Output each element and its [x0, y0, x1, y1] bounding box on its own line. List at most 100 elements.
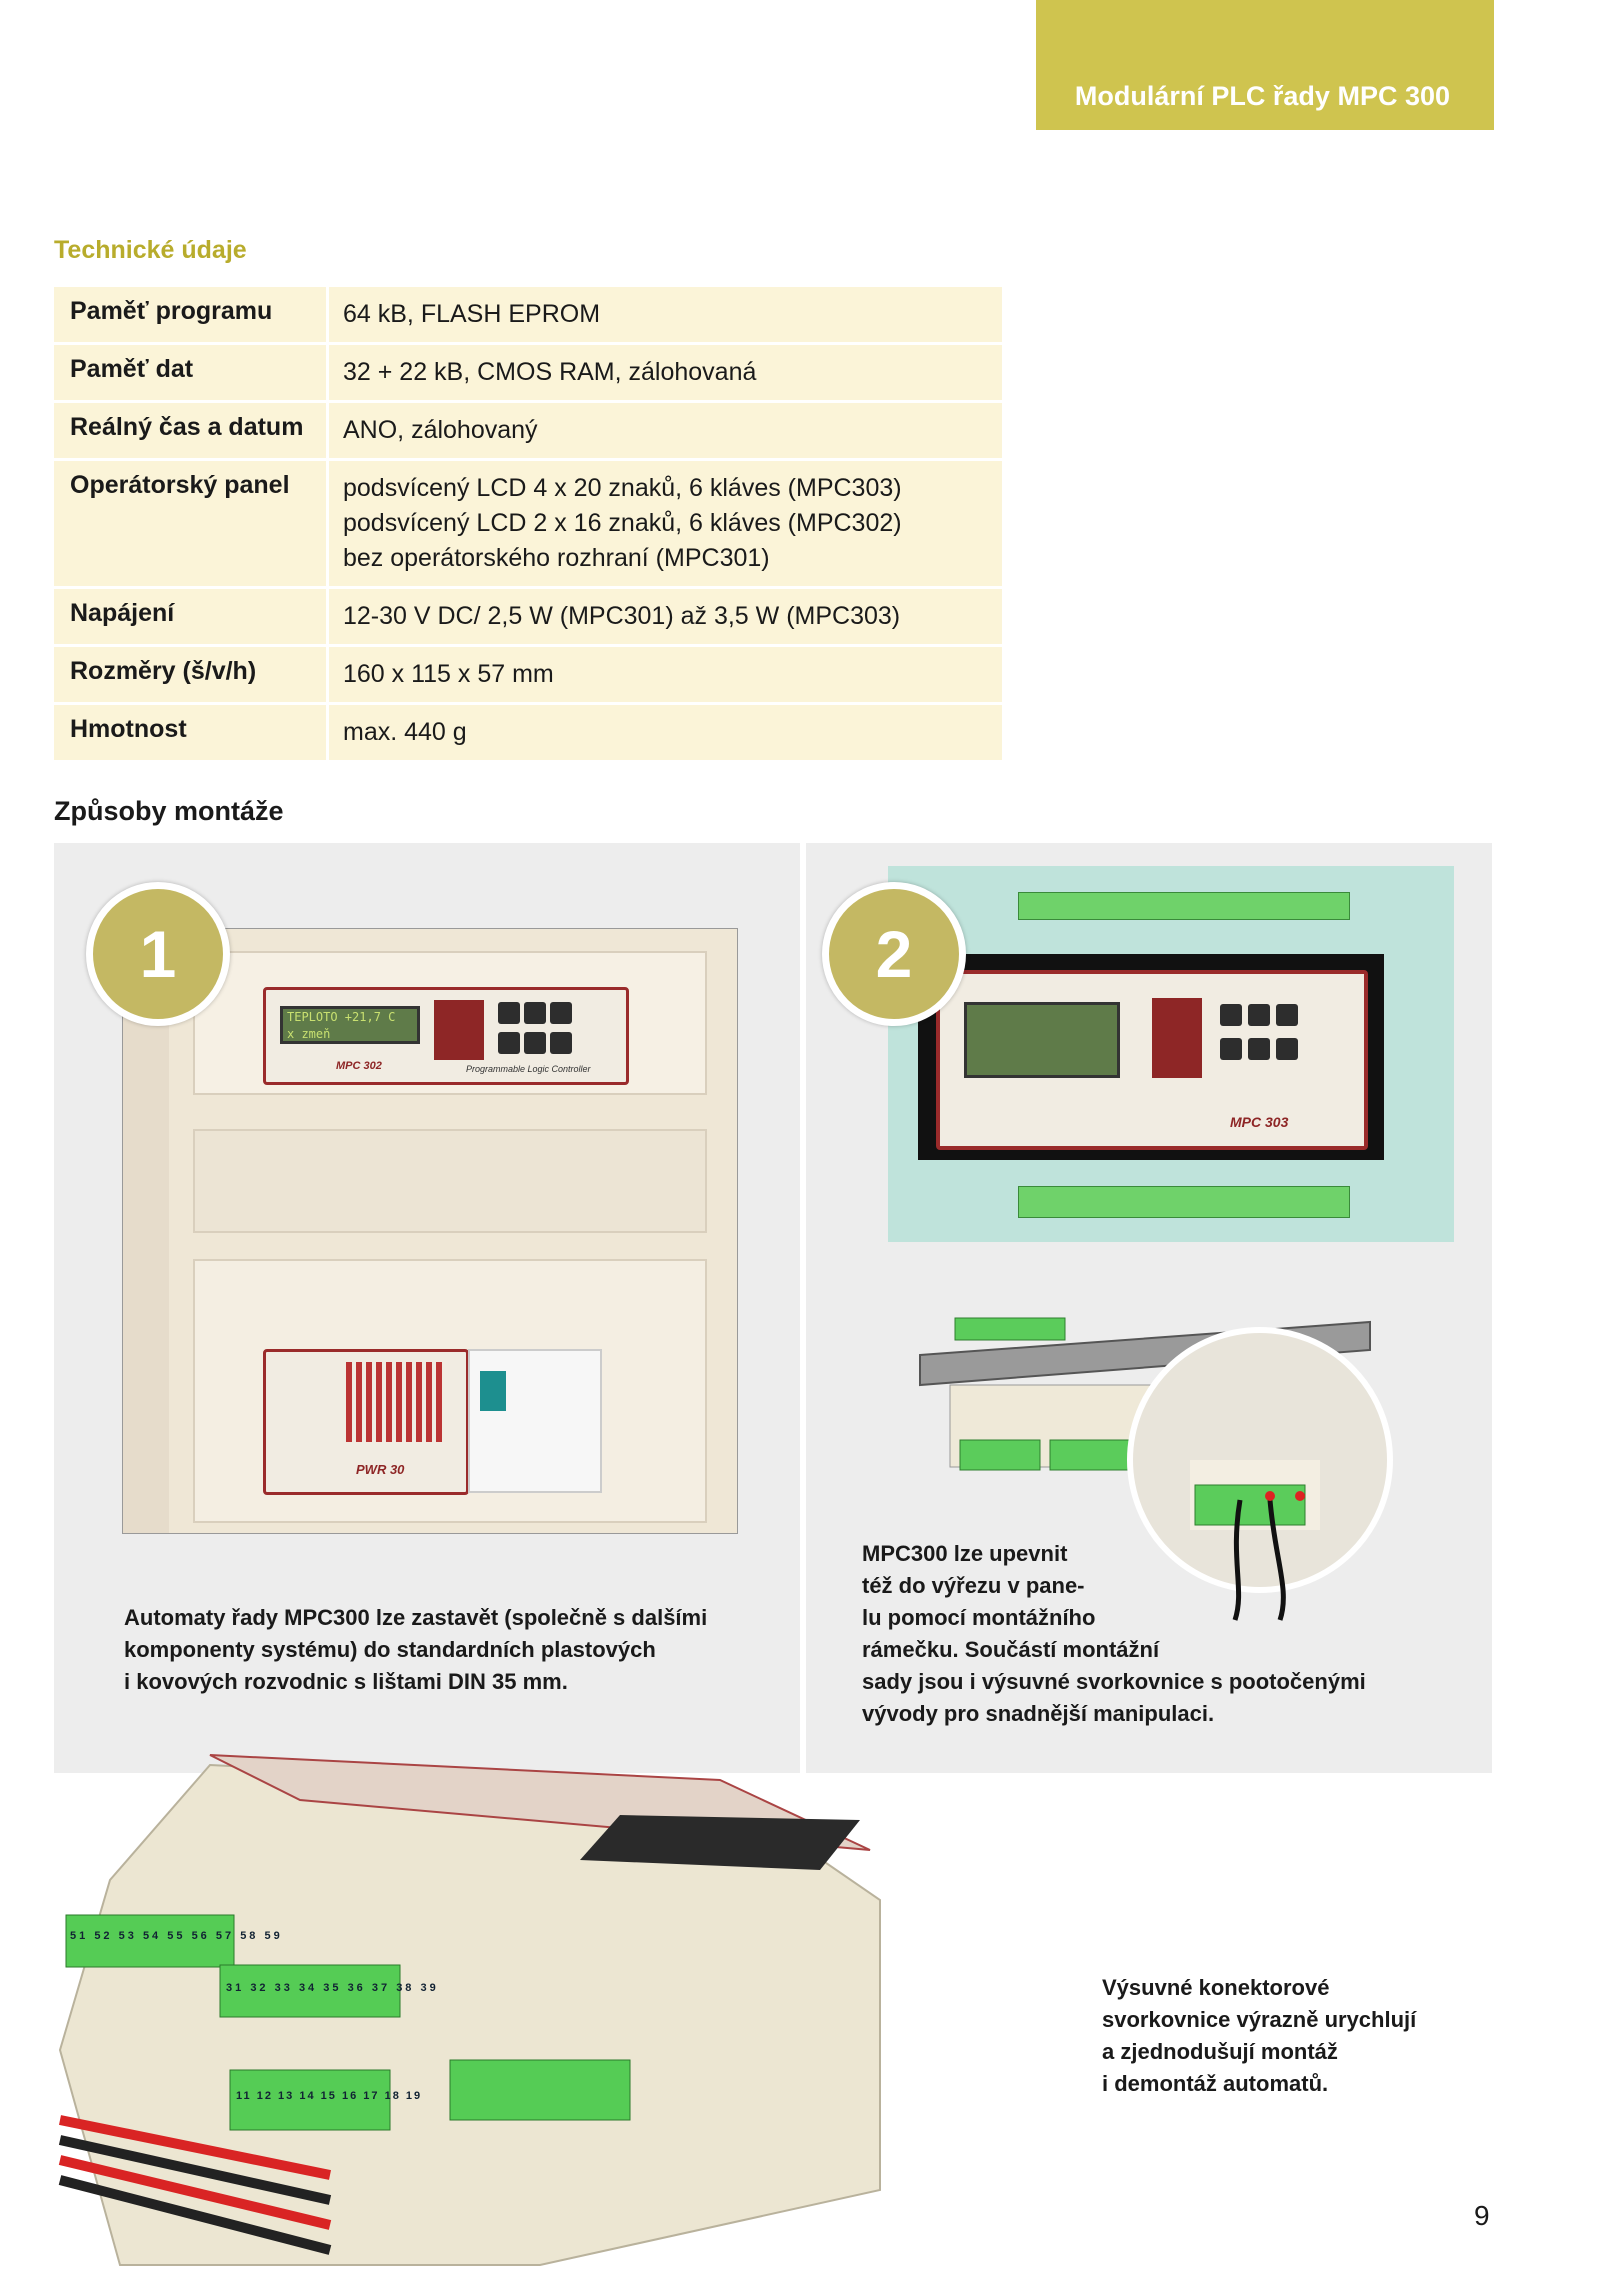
- caption-panel-2: MPC300 lze upevnit též do výřezu v pane-…: [862, 1538, 1366, 1730]
- terminal-number: 54: [142, 1930, 162, 1942]
- key-icon: [524, 1002, 546, 1024]
- spec-row: Operátorský panel podsvícený LCD 4 x 20 …: [54, 461, 1002, 589]
- caption-line: komponenty systému) do standardních plas…: [124, 1637, 656, 1662]
- breaker-switch: [480, 1371, 506, 1411]
- page-number: 9: [1474, 2200, 1490, 2231]
- panel-cutout-photo: MPC 303: [888, 866, 1454, 1242]
- spec-value: max. 440 g: [329, 705, 1002, 760]
- specs-table: Paměť programu 64 kB, FLASH EPROM Paměť …: [54, 287, 1002, 763]
- terminal-number: 19: [405, 2090, 423, 2102]
- terminal-number: 57: [215, 1930, 235, 1942]
- terminal-number: 37: [371, 1982, 391, 1994]
- caption-line: a zjednodušují montáž: [1102, 2039, 1338, 2064]
- terminal-number: 18: [384, 2090, 401, 2102]
- plc-closeup: [58, 1754, 881, 2266]
- terminal-numbers: 51 52 53 54 55 56 57 58 59: [70, 1930, 283, 1942]
- caption-line: rámečku. Součástí montážní: [862, 1637, 1160, 1662]
- status-leds: [434, 1000, 484, 1060]
- circuit-breaker: [468, 1349, 602, 1493]
- spec-label: Hmotnost: [54, 705, 329, 760]
- terminal-number: 38: [396, 1982, 415, 1994]
- terminal-number: 39: [420, 1982, 439, 1994]
- key-icon: [1220, 1038, 1242, 1060]
- spec-row: Napájení 12-30 V DC/ 2,5 W (MPC301) až 3…: [54, 589, 1002, 647]
- spec-line: bez operátorského rozhraní (MPC301): [343, 544, 770, 572]
- terminal-number: 53: [118, 1930, 137, 1942]
- terminal-number: 33: [274, 1982, 293, 1994]
- psu-label: PWR 30: [356, 1462, 405, 1477]
- terminal-number: 17: [363, 2090, 380, 2102]
- caption-line: svorkovnice výrazně urychlují: [1102, 2007, 1417, 2032]
- cabinet-shelf: [193, 1129, 707, 1233]
- terminal-number: 35: [323, 1982, 342, 1994]
- cabinet-photo: TEPLOTO +21,7 C x zmeň MPC 302 Programma…: [122, 928, 738, 1534]
- terminal-number: 52: [94, 1930, 113, 1942]
- terminal-numbers: 31 32 33 34 35 36 37 38 39: [226, 1982, 439, 1994]
- key-icon: [550, 1032, 572, 1054]
- spec-label: Paměť dat: [54, 345, 329, 400]
- terminal-block-top: [1018, 892, 1350, 920]
- spec-line: max. 440 g: [343, 718, 467, 746]
- header-title: Modulární PLC řady MPC 300: [1074, 81, 1450, 111]
- key-icon: [1248, 1038, 1270, 1060]
- spec-label: Reálný čas a datum: [54, 403, 329, 458]
- key-icon: [550, 1002, 572, 1024]
- spec-row: Paměť dat 32 + 22 kB, CMOS RAM, zálohova…: [54, 345, 1002, 403]
- caption-line: i kovových rozvodnic s lištami DIN 35 mm…: [124, 1669, 568, 1694]
- specs-title: Technické údaje: [54, 236, 247, 264]
- tagline-label: Programmable Logic Controller: [466, 1064, 591, 1074]
- step-badge-1: 1: [86, 882, 230, 1026]
- lcd-line: x zmeň: [287, 1027, 331, 1041]
- spec-line: 160 x 115 x 57 mm: [343, 660, 554, 688]
- lcd-line: TEPLOTO +21,7 C: [287, 1010, 396, 1024]
- spec-row: Rozměry (š/v/h) 160 x 115 x 57 mm: [54, 647, 1002, 705]
- caption-panel-1: Automaty řady MPC300 lze zastavět (spole…: [124, 1602, 707, 1698]
- model-label: MPC 303: [1230, 1114, 1289, 1130]
- key-icon: [498, 1002, 520, 1024]
- spec-row: Paměť programu 64 kB, FLASH EPROM: [54, 287, 1002, 345]
- psu-device: PWR 30: [263, 1349, 469, 1495]
- spec-line: podsvícený LCD 2 x 16 znaků, 6 kláves (M…: [343, 509, 902, 537]
- terminal-number: 55: [167, 1930, 186, 1942]
- mpc303-device: MPC 303: [936, 970, 1368, 1150]
- spec-label: Operátorský panel: [54, 461, 329, 586]
- key-icon: [1276, 1004, 1298, 1026]
- key-icon: [524, 1032, 546, 1054]
- spec-row: Hmotnost max. 440 g: [54, 705, 1002, 763]
- caption-line: lu pomocí montážního: [862, 1605, 1096, 1630]
- terminal-number: 34: [298, 1982, 318, 1994]
- spec-label: Rozměry (š/v/h): [54, 647, 329, 702]
- spec-line: 12-30 V DC/ 2,5 W (MPC301) až 3,5 W (MPC…: [343, 602, 901, 630]
- spec-value: 64 kB, FLASH EPROM: [329, 287, 1002, 342]
- spec-value: 12-30 V DC/ 2,5 W (MPC301) až 3,5 W (MPC…: [329, 589, 1002, 644]
- terminal-number: 13: [278, 2090, 295, 2102]
- spec-line: podsvícený LCD 4 x 20 znaků, 6 kláves (M…: [343, 474, 902, 502]
- mpc302-device: TEPLOTO +21,7 C x zmeň MPC 302 Programma…: [263, 987, 629, 1085]
- terminal-number: 16: [341, 2090, 359, 2102]
- spec-label: Napájení: [54, 589, 329, 644]
- step-badge-2: 2: [822, 882, 966, 1026]
- terminal-number: 31: [226, 1982, 245, 1994]
- cabinet-edge: [123, 929, 169, 1533]
- terminal-number: 58: [240, 1930, 259, 1942]
- key-icon: [1248, 1004, 1270, 1026]
- led-matrix: [346, 1362, 446, 1442]
- caption-line: vývody pro snadnější manipulaci.: [862, 1701, 1215, 1726]
- spec-value: ANO, zálohovaný: [329, 403, 1002, 458]
- spec-label: Paměť programu: [54, 287, 329, 342]
- terminal-block-bottom: [1018, 1186, 1350, 1218]
- spec-line: 64 kB, FLASH EPROM: [343, 300, 601, 328]
- caption-line: i demontáž automatů.: [1102, 2071, 1329, 2096]
- mounting-title: Způsoby montáže: [54, 796, 284, 826]
- terminal-number: 14: [299, 2090, 316, 2102]
- spec-value: 160 x 115 x 57 mm: [329, 647, 1002, 702]
- caption-line: sady jsou i výsuvné svorkovnice s pootoč…: [862, 1669, 1366, 1694]
- spec-line: ANO, zálohovaný: [343, 416, 538, 444]
- terminal-number: 15: [320, 2090, 337, 2102]
- header-tab: Modulární PLC řady MPC 300: [1036, 0, 1494, 130]
- lcd-display: TEPLOTO +21,7 C x zmeň: [280, 1006, 420, 1044]
- status-leds: [1152, 998, 1202, 1078]
- caption-line: MPC300 lze upevnit: [862, 1541, 1068, 1566]
- spec-line: 32 + 22 kB, CMOS RAM, zálohovaná: [343, 358, 757, 386]
- lcd-display: [964, 1002, 1120, 1078]
